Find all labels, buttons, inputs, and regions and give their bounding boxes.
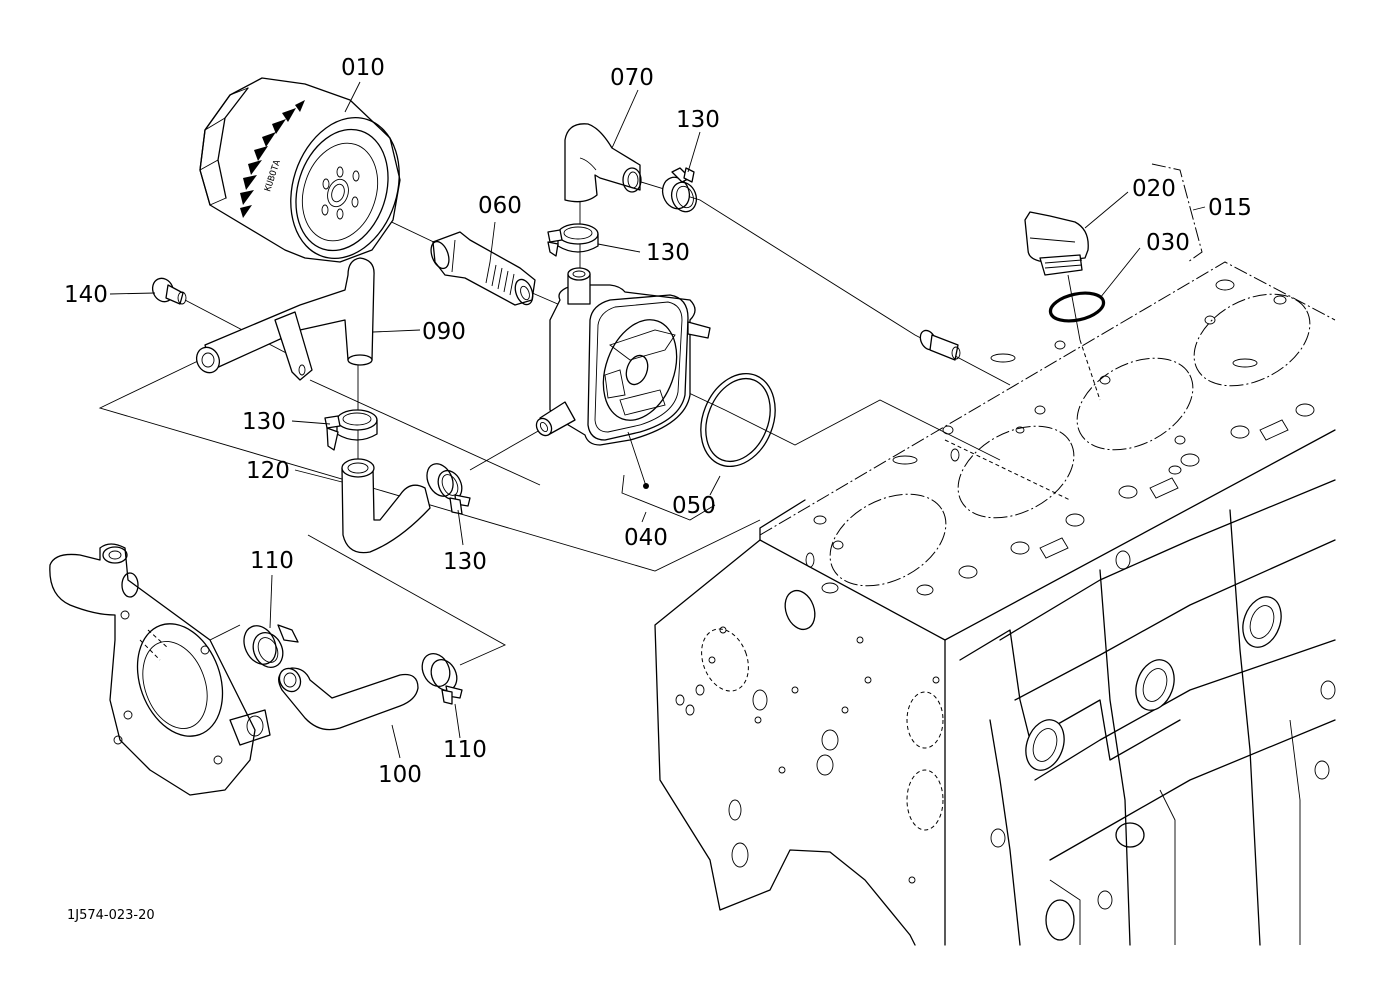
pipe-bolt[interactable] <box>149 275 187 305</box>
bracket-015 <box>1151 163 1203 263</box>
oil-filler-plug[interactable] <box>1024 211 1089 276</box>
water-pump-housing <box>49 543 271 796</box>
label-130-top[interactable]: 130 <box>676 107 720 133</box>
o-ring-filler[interactable] <box>1048 289 1106 326</box>
hose-clamp-small-left[interactable] <box>324 409 378 451</box>
label-015[interactable]: 015 <box>1208 195 1252 221</box>
oil-pressure-fitting <box>919 329 961 361</box>
engine-block <box>654 261 1336 946</box>
oil-filter-cartridge[interactable]: KUBOTA <box>199 77 417 273</box>
part-labels: 010 070 130 060 130 020 015 030 140 090 … <box>64 55 1252 788</box>
elbow-hose[interactable] <box>564 123 642 203</box>
cooler-hose[interactable] <box>341 458 431 554</box>
label-130-bottom[interactable]: 130 <box>443 549 487 575</box>
hose-clamp-small-mid[interactable] <box>547 223 599 257</box>
hose-clamp-small-bottom[interactable] <box>422 460 471 515</box>
label-050[interactable]: 050 <box>672 493 716 519</box>
label-010[interactable]: 010 <box>341 55 385 81</box>
o-ring-oil-cooler[interactable] <box>688 362 789 477</box>
label-120[interactable]: 120 <box>246 458 290 484</box>
leader-lines <box>109 81 1141 759</box>
oil-cooler-assembly[interactable] <box>533 267 711 489</box>
label-090[interactable]: 090 <box>422 319 466 345</box>
label-140[interactable]: 140 <box>64 282 108 308</box>
label-110-right[interactable]: 110 <box>443 737 487 763</box>
bracket-040 <box>621 474 716 521</box>
drawing-code: 1J574-023-20 <box>67 908 155 923</box>
filter-joint-bolt[interactable] <box>428 231 536 307</box>
hose-clamp-large-left[interactable] <box>238 621 299 673</box>
filter-stripe-pattern <box>240 100 305 218</box>
label-070[interactable]: 070 <box>610 65 654 91</box>
label-040[interactable]: 040 <box>624 525 668 551</box>
label-130-left[interactable]: 130 <box>242 409 286 435</box>
label-060[interactable]: 060 <box>478 193 522 219</box>
water-hose[interactable] <box>275 665 419 731</box>
hose-clamp-large-right[interactable] <box>417 649 463 705</box>
water-pipe[interactable] <box>193 257 375 381</box>
label-130-mid[interactable]: 130 <box>646 240 690 266</box>
label-110-left[interactable]: 110 <box>250 548 294 574</box>
label-020[interactable]: 020 <box>1132 176 1176 202</box>
hose-clamp-small-top[interactable] <box>658 167 700 215</box>
label-030[interactable]: 030 <box>1146 230 1190 256</box>
label-100[interactable]: 100 <box>378 762 422 788</box>
